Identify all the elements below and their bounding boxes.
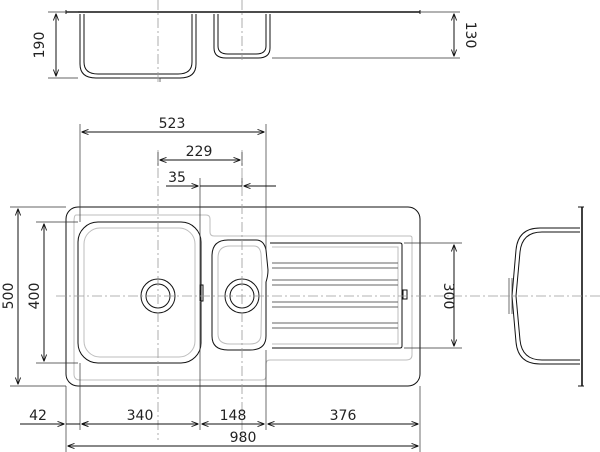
dim-label-42: 42: [29, 408, 47, 424]
dim-label-523: 523: [159, 116, 186, 132]
dimension-35: 35: [166, 170, 276, 290]
dim-label-190: 190: [32, 32, 48, 59]
dim-label-130: 130: [462, 22, 478, 49]
dim-label-148: 148: [220, 408, 247, 424]
dim-label-376: 376: [330, 408, 357, 424]
dim-label-500: 500: [1, 283, 17, 310]
main-bowl: [77, 221, 202, 364]
dim-label-35: 35: [168, 170, 186, 186]
dimension-chain-bottom: 42 340 148 376: [20, 302, 421, 452]
dim-label-400: 400: [27, 283, 43, 310]
dimension-side-depth-main: 190: [32, 11, 78, 79]
drainer: [270, 242, 408, 349]
side-section-view: [65, 0, 421, 85]
dimension-523: 523: [79, 116, 267, 250]
dimension-side-depth-small: 130: [272, 11, 478, 59]
dimension-400: 400: [27, 221, 78, 364]
dimension-229: 229: [157, 144, 243, 166]
end-section-view: [500, 206, 600, 387]
dim-label-300: 300: [440, 283, 456, 310]
dimension-300: 300: [404, 242, 462, 349]
dim-label-229: 229: [186, 144, 213, 160]
dimension-980: 980: [68, 430, 418, 446]
plan-view: [56, 150, 500, 440]
dim-label-340: 340: [127, 408, 154, 424]
dim-label-980: 980: [230, 430, 257, 446]
overflow-slot: [199, 284, 204, 302]
small-bowl: [211, 239, 269, 351]
dimension-500: 500: [1, 206, 66, 387]
